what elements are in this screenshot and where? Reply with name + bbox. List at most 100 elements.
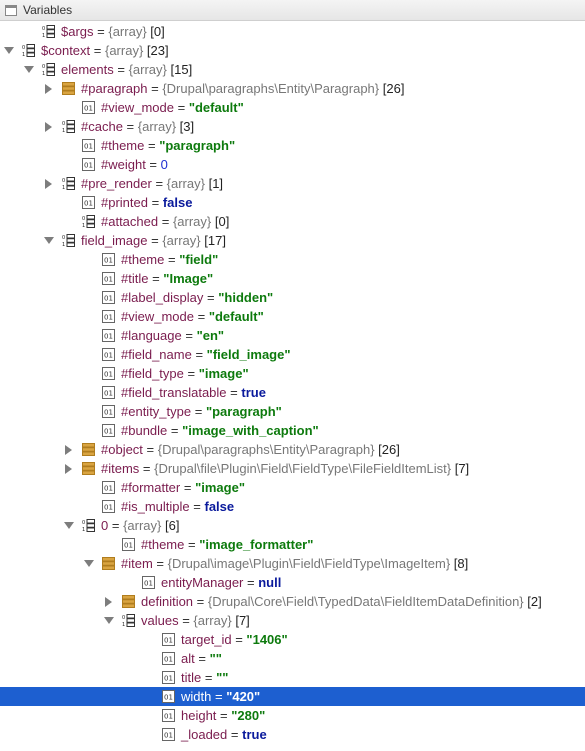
tree-row[interactable]: 01#bundle = "image_with_caption" bbox=[0, 421, 585, 440]
variable-value: "field" bbox=[179, 252, 219, 267]
assign-operator: = bbox=[203, 290, 219, 305]
variable-value: [7] bbox=[451, 461, 470, 476]
variable-name: #cache bbox=[81, 119, 123, 134]
expand-arrow-right-icon[interactable] bbox=[64, 463, 74, 474]
field-value-icon: 01 bbox=[102, 310, 115, 323]
variable-type: {array} bbox=[162, 233, 201, 248]
tree-row[interactable]: 01#field_type = "image" bbox=[0, 364, 585, 383]
expand-arrow-down-icon[interactable] bbox=[104, 616, 114, 626]
svg-text:1: 1 bbox=[62, 128, 65, 133]
variable-value: [26] bbox=[379, 81, 405, 96]
tree-row[interactable]: 01#title = "Image" bbox=[0, 269, 585, 288]
variable-name: #items bbox=[101, 461, 140, 476]
tree-row[interactable]: #items = {Drupal\file\Plugin\Field\Field… bbox=[0, 459, 585, 478]
variable-type: {Drupal\file\Plugin\Field\FieldType\File… bbox=[154, 461, 452, 476]
variable-name: #entity_type bbox=[121, 404, 192, 419]
assign-operator: = bbox=[113, 62, 129, 77]
variable-value: "hidden" bbox=[218, 290, 274, 305]
tree-row[interactable]: 01#label_display = "hidden" bbox=[0, 288, 585, 307]
svg-text:1: 1 bbox=[122, 622, 125, 627]
tree-row[interactable]: 01#is_multiple = false bbox=[0, 497, 585, 516]
assign-operator: = bbox=[231, 632, 247, 647]
expand-arrow-down-icon[interactable] bbox=[64, 521, 74, 531]
expand-arrow-down-icon[interactable] bbox=[4, 46, 14, 56]
assign-operator: = bbox=[193, 594, 208, 609]
variable-name: #is_multiple bbox=[121, 499, 190, 514]
svg-text:0: 0 bbox=[42, 64, 45, 70]
panel-window-icon bbox=[5, 4, 17, 16]
expand-arrow-right-icon[interactable] bbox=[44, 121, 54, 132]
svg-text:01: 01 bbox=[104, 257, 113, 265]
svg-text:0: 0 bbox=[42, 26, 45, 32]
assign-operator: = bbox=[226, 385, 242, 400]
tree-row[interactable]: #paragraph = {Drupal\paragraphs\Entity\P… bbox=[0, 79, 585, 98]
variable-value: [6] bbox=[161, 518, 180, 533]
tree-row[interactable]: 01#view_mode = "default" bbox=[0, 98, 585, 117]
svg-text:01: 01 bbox=[164, 694, 173, 702]
tree-row[interactable]: 01#language = "en" bbox=[0, 326, 585, 345]
variable-name: #field_type bbox=[121, 366, 184, 381]
svg-text:01: 01 bbox=[104, 409, 113, 417]
tree-row[interactable]: 01#field_translatable = true bbox=[0, 383, 585, 402]
tree-row[interactable]: 01#weight = 0 bbox=[0, 155, 585, 174]
tree-row[interactable]: 01_loaded = true bbox=[0, 725, 585, 744]
tree-row[interactable]: 01#field_name = "field_image" bbox=[0, 345, 585, 364]
tree-row[interactable]: 01#entity_type = "paragraph" bbox=[0, 402, 585, 421]
variable-type: {Drupal\paragraphs\Entity\Paragraph} bbox=[162, 81, 380, 96]
variable-name: height bbox=[181, 708, 217, 723]
expand-arrow-right-icon[interactable] bbox=[104, 596, 114, 607]
expand-arrow-down-icon[interactable] bbox=[24, 65, 34, 75]
variable-value: "image_with_caption" bbox=[182, 423, 319, 438]
expand-arrow-down-icon[interactable] bbox=[44, 236, 54, 246]
tree-row[interactable]: 01#theme = "field" bbox=[0, 250, 585, 269]
variable-value: "paragraph" bbox=[205, 404, 282, 419]
variable-value: [0] bbox=[211, 214, 230, 229]
variable-value: [17] bbox=[200, 233, 226, 248]
tree-row[interactable]: 01#formatter = "image" bbox=[0, 478, 585, 497]
field-value-icon: 01 bbox=[102, 424, 115, 437]
tree-row[interactable]: definition = {Drupal\Core\Field\TypedDat… bbox=[0, 592, 585, 611]
assign-operator: = bbox=[147, 195, 163, 210]
field-value-icon: 01 bbox=[102, 329, 115, 342]
tree-row[interactable]: 01#theme = "paragraph" bbox=[0, 136, 585, 155]
expand-arrow-right-icon[interactable] bbox=[44, 178, 54, 189]
expand-arrow-right-icon[interactable] bbox=[64, 444, 74, 455]
variable-value: true bbox=[242, 727, 267, 742]
svg-text:01: 01 bbox=[84, 105, 93, 113]
variable-type: {array} bbox=[104, 43, 144, 58]
object-icon bbox=[102, 557, 115, 570]
svg-text:01: 01 bbox=[104, 333, 113, 341]
svg-text:01: 01 bbox=[104, 352, 113, 360]
svg-text:01: 01 bbox=[164, 675, 173, 683]
expand-arrow-down-icon[interactable] bbox=[84, 559, 94, 569]
field-value-icon: 01 bbox=[102, 500, 115, 513]
field-value-icon: 01 bbox=[102, 367, 115, 380]
svg-text:01: 01 bbox=[104, 390, 113, 398]
tree-row[interactable]: 01#printed = false bbox=[0, 193, 585, 212]
tree-row[interactable]: #item = {Drupal\image\Plugin\Field\Field… bbox=[0, 554, 585, 573]
field-value-icon: 01 bbox=[162, 652, 175, 665]
tree-row[interactable]: 01#theme = "image_formatter" bbox=[0, 535, 585, 554]
tree-row[interactable]: 01#view_mode = "default" bbox=[0, 307, 585, 326]
expand-arrow-right-icon[interactable] bbox=[44, 83, 54, 94]
svg-text:0: 0 bbox=[22, 45, 25, 51]
tree-row[interactable]: #object = {Drupal\paragraphs\Entity\Para… bbox=[0, 440, 585, 459]
